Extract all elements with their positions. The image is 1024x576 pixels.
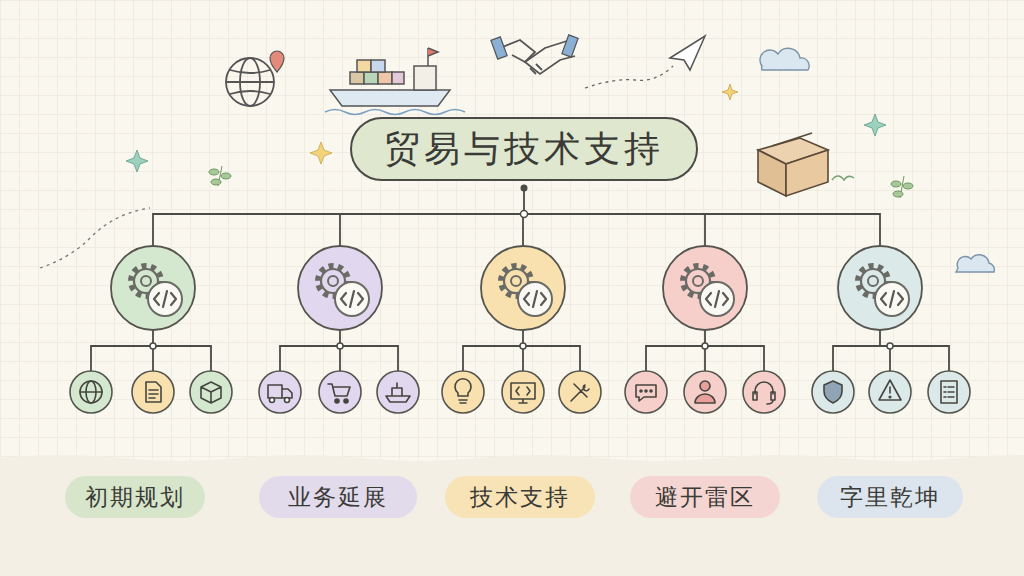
category-pill: 避开雷区 (630, 476, 780, 518)
category-pill: 技术支持 (445, 476, 595, 518)
title-pill: 贸易与技术支持 (350, 117, 698, 181)
category-pill: 业务延展 (259, 476, 417, 518)
category-label: 字里乾坤 (840, 482, 940, 513)
category-label: 初期规划 (85, 482, 185, 513)
category-label: 技术支持 (470, 482, 570, 513)
category-pill: 初期规划 (65, 476, 205, 518)
title-text: 贸易与技术支持 (384, 125, 664, 174)
category-pill: 字里乾坤 (817, 476, 963, 518)
category-label: 避开雷区 (655, 482, 755, 513)
category-label: 业务延展 (288, 482, 388, 513)
